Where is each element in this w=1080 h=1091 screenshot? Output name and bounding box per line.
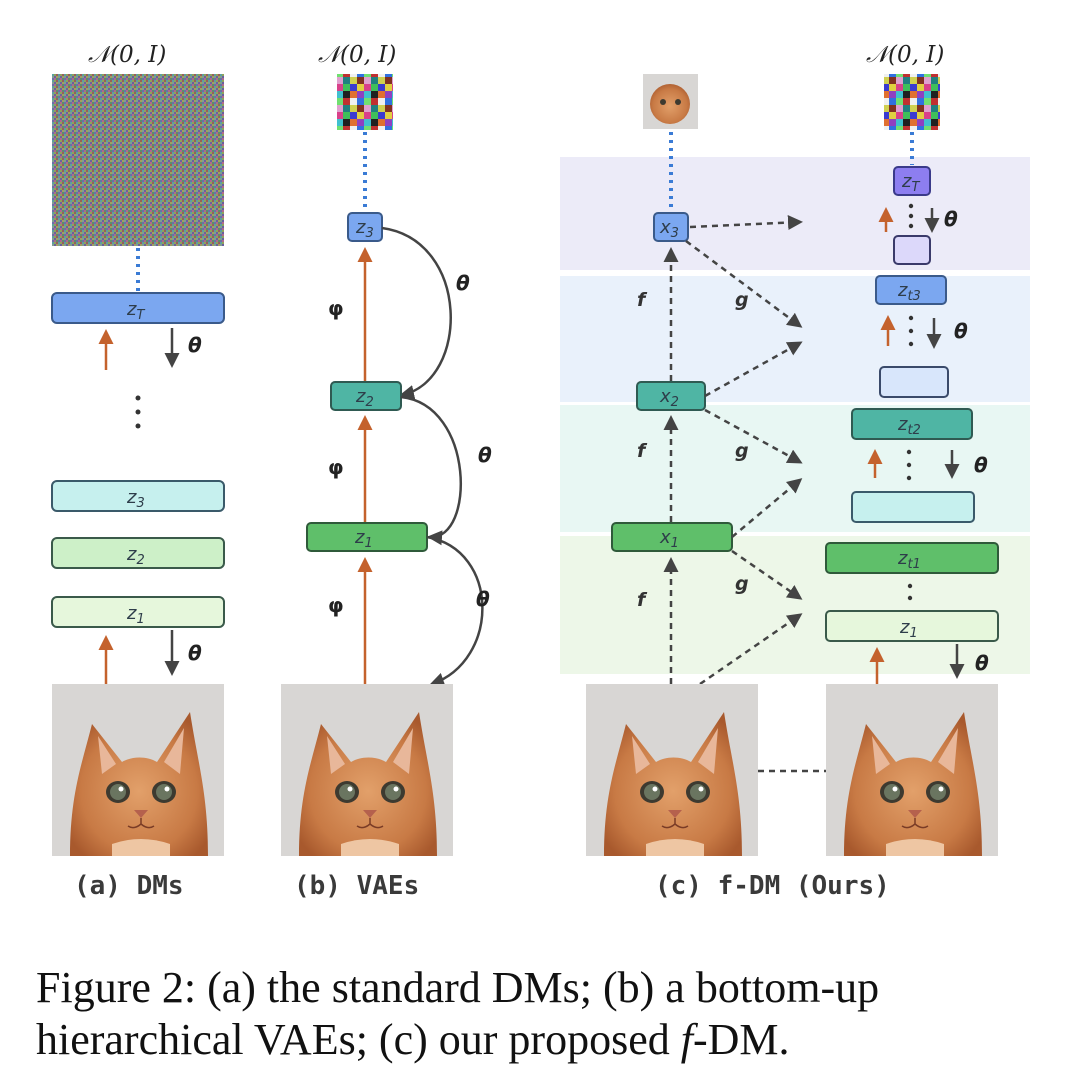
svg-text:θ: θ: [954, 319, 968, 343]
figure-caption: Figure 2: (a) the standard DMs; (b) a bo…: [36, 962, 1056, 1066]
figure-diagram: 𝒩(0, I) zT θ z3 z2 z1 θ (a) DMs 𝒩(0, I) …: [51, 42, 1030, 901]
svg-text:θ: θ: [188, 641, 202, 665]
svg-text:f: f: [637, 589, 648, 611]
caption-f: f: [680, 1015, 693, 1064]
svg-text:θ: θ: [975, 651, 989, 675]
svg-text:θ: θ: [456, 271, 470, 295]
svg-text:θ: θ: [974, 453, 988, 477]
caption-a: (a) DMs: [74, 871, 184, 901]
svg-text:g: g: [735, 289, 749, 311]
svg-text:θ: θ: [478, 443, 492, 467]
node-z3-b: [347, 212, 383, 242]
svg-text:θ: θ: [188, 333, 202, 357]
node-zT-c: [893, 166, 931, 196]
block-z2-a: [51, 537, 225, 569]
noise-label-a: 𝒩(0, I): [88, 42, 166, 68]
block-z3-a: [51, 480, 225, 512]
cat-image-a: [51, 683, 225, 857]
node-blank-1: [851, 491, 975, 523]
node-blank-3: [893, 235, 931, 265]
node-zt2-c: [851, 408, 973, 440]
caption-b: (b) VAEs: [294, 871, 419, 901]
cat-image-c-right: [825, 683, 999, 857]
svg-text:φ: φ: [328, 455, 344, 479]
cat-image-b: [280, 683, 454, 857]
caption-c: (c) f-DM (Ours): [655, 871, 890, 901]
panel-b: 𝒩(0, I) z3 φ θ z2 φ θ z1 φ θ (b) VAEs: [280, 42, 492, 901]
svg-text:φ: φ: [328, 593, 344, 617]
svg-text:f: f: [637, 289, 648, 311]
node-zt3-c: [875, 275, 947, 305]
noise-image-c: [884, 74, 940, 130]
svg-text:f: f: [637, 440, 648, 462]
block-zT-a: [51, 292, 225, 324]
node-zt1-c: [825, 542, 999, 574]
node-z1-c: [825, 610, 999, 642]
svg-text:g: g: [735, 573, 749, 595]
block-z1-a: [51, 596, 225, 628]
svg-text:φ: φ: [328, 296, 344, 320]
node-z2-b: [330, 381, 402, 411]
noise-image-b: [337, 74, 393, 130]
svg-text:θ: θ: [944, 207, 958, 231]
noise-label-c: 𝒩(0, I): [866, 42, 944, 68]
cat-image-c-left: [585, 683, 759, 857]
svg-text:g: g: [735, 440, 749, 462]
noise-label-b: 𝒩(0, I): [318, 42, 396, 68]
caption-suffix: -DM.: [692, 1015, 790, 1064]
node-x3-c: [653, 212, 689, 242]
node-blank-2: [879, 366, 949, 398]
svg-text:θ: θ: [476, 587, 490, 611]
panel-c: 𝒩(0, I) x3 x2 x1 f f f g g g zT: [560, 42, 1030, 901]
caption-prefix: Figure 2: (a) the standard DMs; (b) a bo…: [36, 963, 880, 1064]
noise-image-a: [52, 74, 224, 246]
panel-a: 𝒩(0, I) zT θ z3 z2 z1 θ (a) DMs: [51, 42, 225, 901]
